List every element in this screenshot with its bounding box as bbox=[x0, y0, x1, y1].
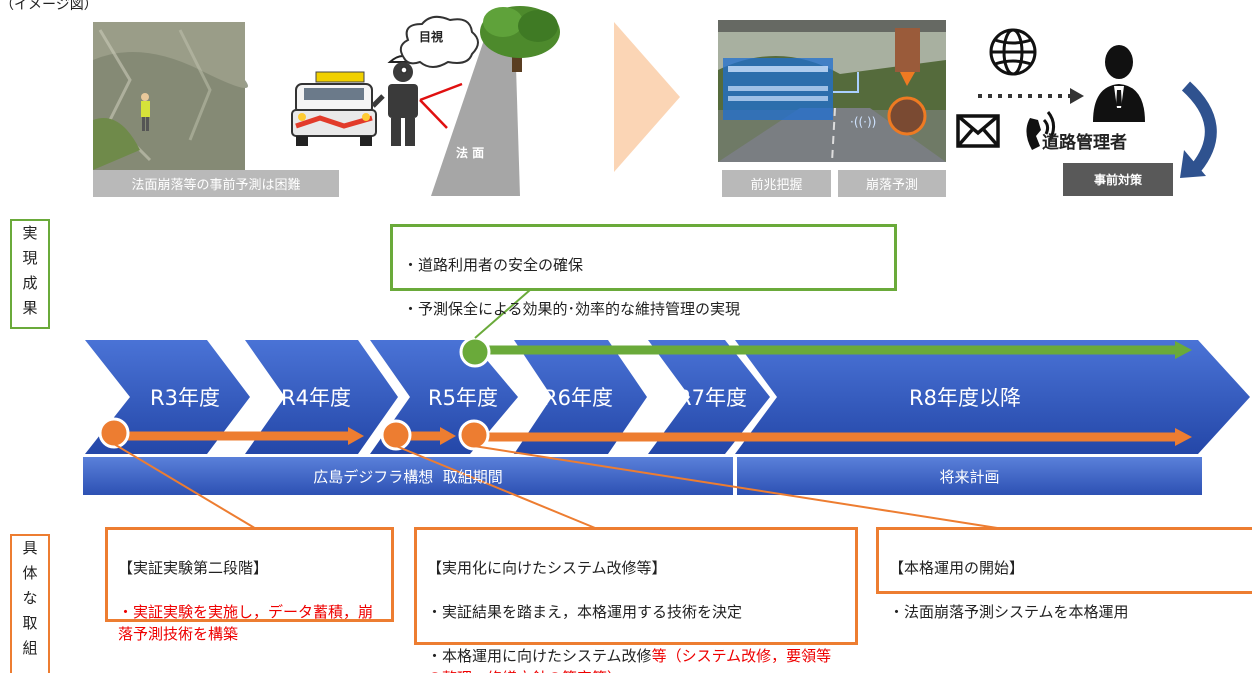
tag-prediction: 崩落予測 bbox=[838, 170, 946, 197]
phase2-line2: ・本格運用に向けたシステム改修等（システム改修，要領等の整理，修繕方針の策定等） bbox=[427, 647, 832, 673]
year-r3: R3年度 bbox=[150, 386, 220, 410]
phase2-box: 【実用化に向けたシステム改修等】 ・実証結果を踏まえ，本格運用する技術を決定 ・… bbox=[414, 527, 858, 673]
phase3-title: 【本格運用の開始】 bbox=[889, 559, 1025, 577]
period-current-label: 広島デジフラ構想 取組期間 bbox=[313, 467, 503, 486]
phase1-title: 【実証実験第二段階】 bbox=[118, 559, 269, 577]
road-camera-photo: ·((·)) bbox=[718, 20, 946, 163]
manager-icon bbox=[1093, 45, 1145, 122]
slope-label: 法 面 bbox=[456, 146, 485, 160]
period-bar-future bbox=[737, 457, 1202, 495]
phase1-box: 【実証実験第二段階】 ・実証実験を実施し，データ蓄積，崩落予測技術を構築 bbox=[105, 527, 394, 643]
difficulty-caption: 法面崩落等の事前予測は困難 bbox=[93, 170, 339, 197]
image-caption: （イメージ図） bbox=[0, 0, 98, 13]
phase2-dot bbox=[380, 419, 412, 451]
slope-photo bbox=[93, 22, 248, 170]
phase2-line1: ・実証結果を踏まえ，本格運用する技術を決定 bbox=[427, 603, 743, 621]
curved-arrow bbox=[1181, 81, 1217, 172]
tree-icon bbox=[480, 6, 560, 72]
patrol-car-icon bbox=[291, 71, 377, 146]
year-r7: R7年度 bbox=[677, 386, 747, 410]
svg-text:·((·)): ·((·)) bbox=[850, 115, 876, 129]
result-line-1: ・道路利用者の安全の確保 bbox=[403, 256, 584, 274]
phase3-box: 【本格運用の開始】 ・法面崩落予測システムを本格運用 bbox=[876, 527, 1252, 621]
visual-check-label: 目視 bbox=[419, 30, 444, 44]
sight-line bbox=[419, 99, 448, 129]
action-badge: 事前対策 bbox=[1063, 163, 1173, 196]
thought-bubble bbox=[399, 15, 479, 74]
year-r8-onward: R8年度以降 bbox=[909, 386, 1021, 410]
slope-shape bbox=[431, 34, 520, 196]
initiatives-label: 具 体 な 取 組 bbox=[10, 534, 50, 673]
phase1-detail: ・実証実験を実施し，データ蓄積，崩落予測技術を構築 bbox=[118, 603, 374, 643]
phase3-dot bbox=[458, 419, 490, 451]
year-r5: R5年度 bbox=[428, 386, 498, 410]
tag-precursor: 前兆把握 bbox=[722, 170, 831, 197]
manager-label: 道路管理者 bbox=[1042, 133, 1127, 153]
year-chevrons bbox=[85, 340, 1250, 454]
period-bar-current bbox=[83, 457, 733, 495]
phase3-line1: ・法面崩落予測システムを本格運用 bbox=[889, 603, 1129, 621]
transition-arrow bbox=[614, 22, 680, 172]
globe-icon bbox=[989, 28, 1037, 76]
results-label: 実 現 成 果 bbox=[10, 219, 50, 329]
phase1-dot bbox=[98, 417, 130, 449]
period-future-label: 将来計画 bbox=[939, 467, 1000, 486]
sight-line bbox=[419, 82, 463, 102]
mail-icon bbox=[956, 114, 1000, 148]
phone-icon bbox=[1026, 111, 1055, 150]
phase2-title: 【実用化に向けたシステム改修等】 bbox=[427, 559, 667, 577]
year-r4: R4年度 bbox=[281, 386, 351, 410]
results-box: ・道路利用者の安全の確保 ・予測保全による効果的･効率的な維持管理の実現 bbox=[390, 224, 897, 318]
result-line-2: ・予測保全による効果的･効率的な維持管理の実現 bbox=[403, 300, 741, 318]
worker-icon bbox=[371, 55, 419, 146]
year-r6: R6年度 bbox=[543, 386, 613, 410]
results-start-dot bbox=[459, 336, 491, 368]
